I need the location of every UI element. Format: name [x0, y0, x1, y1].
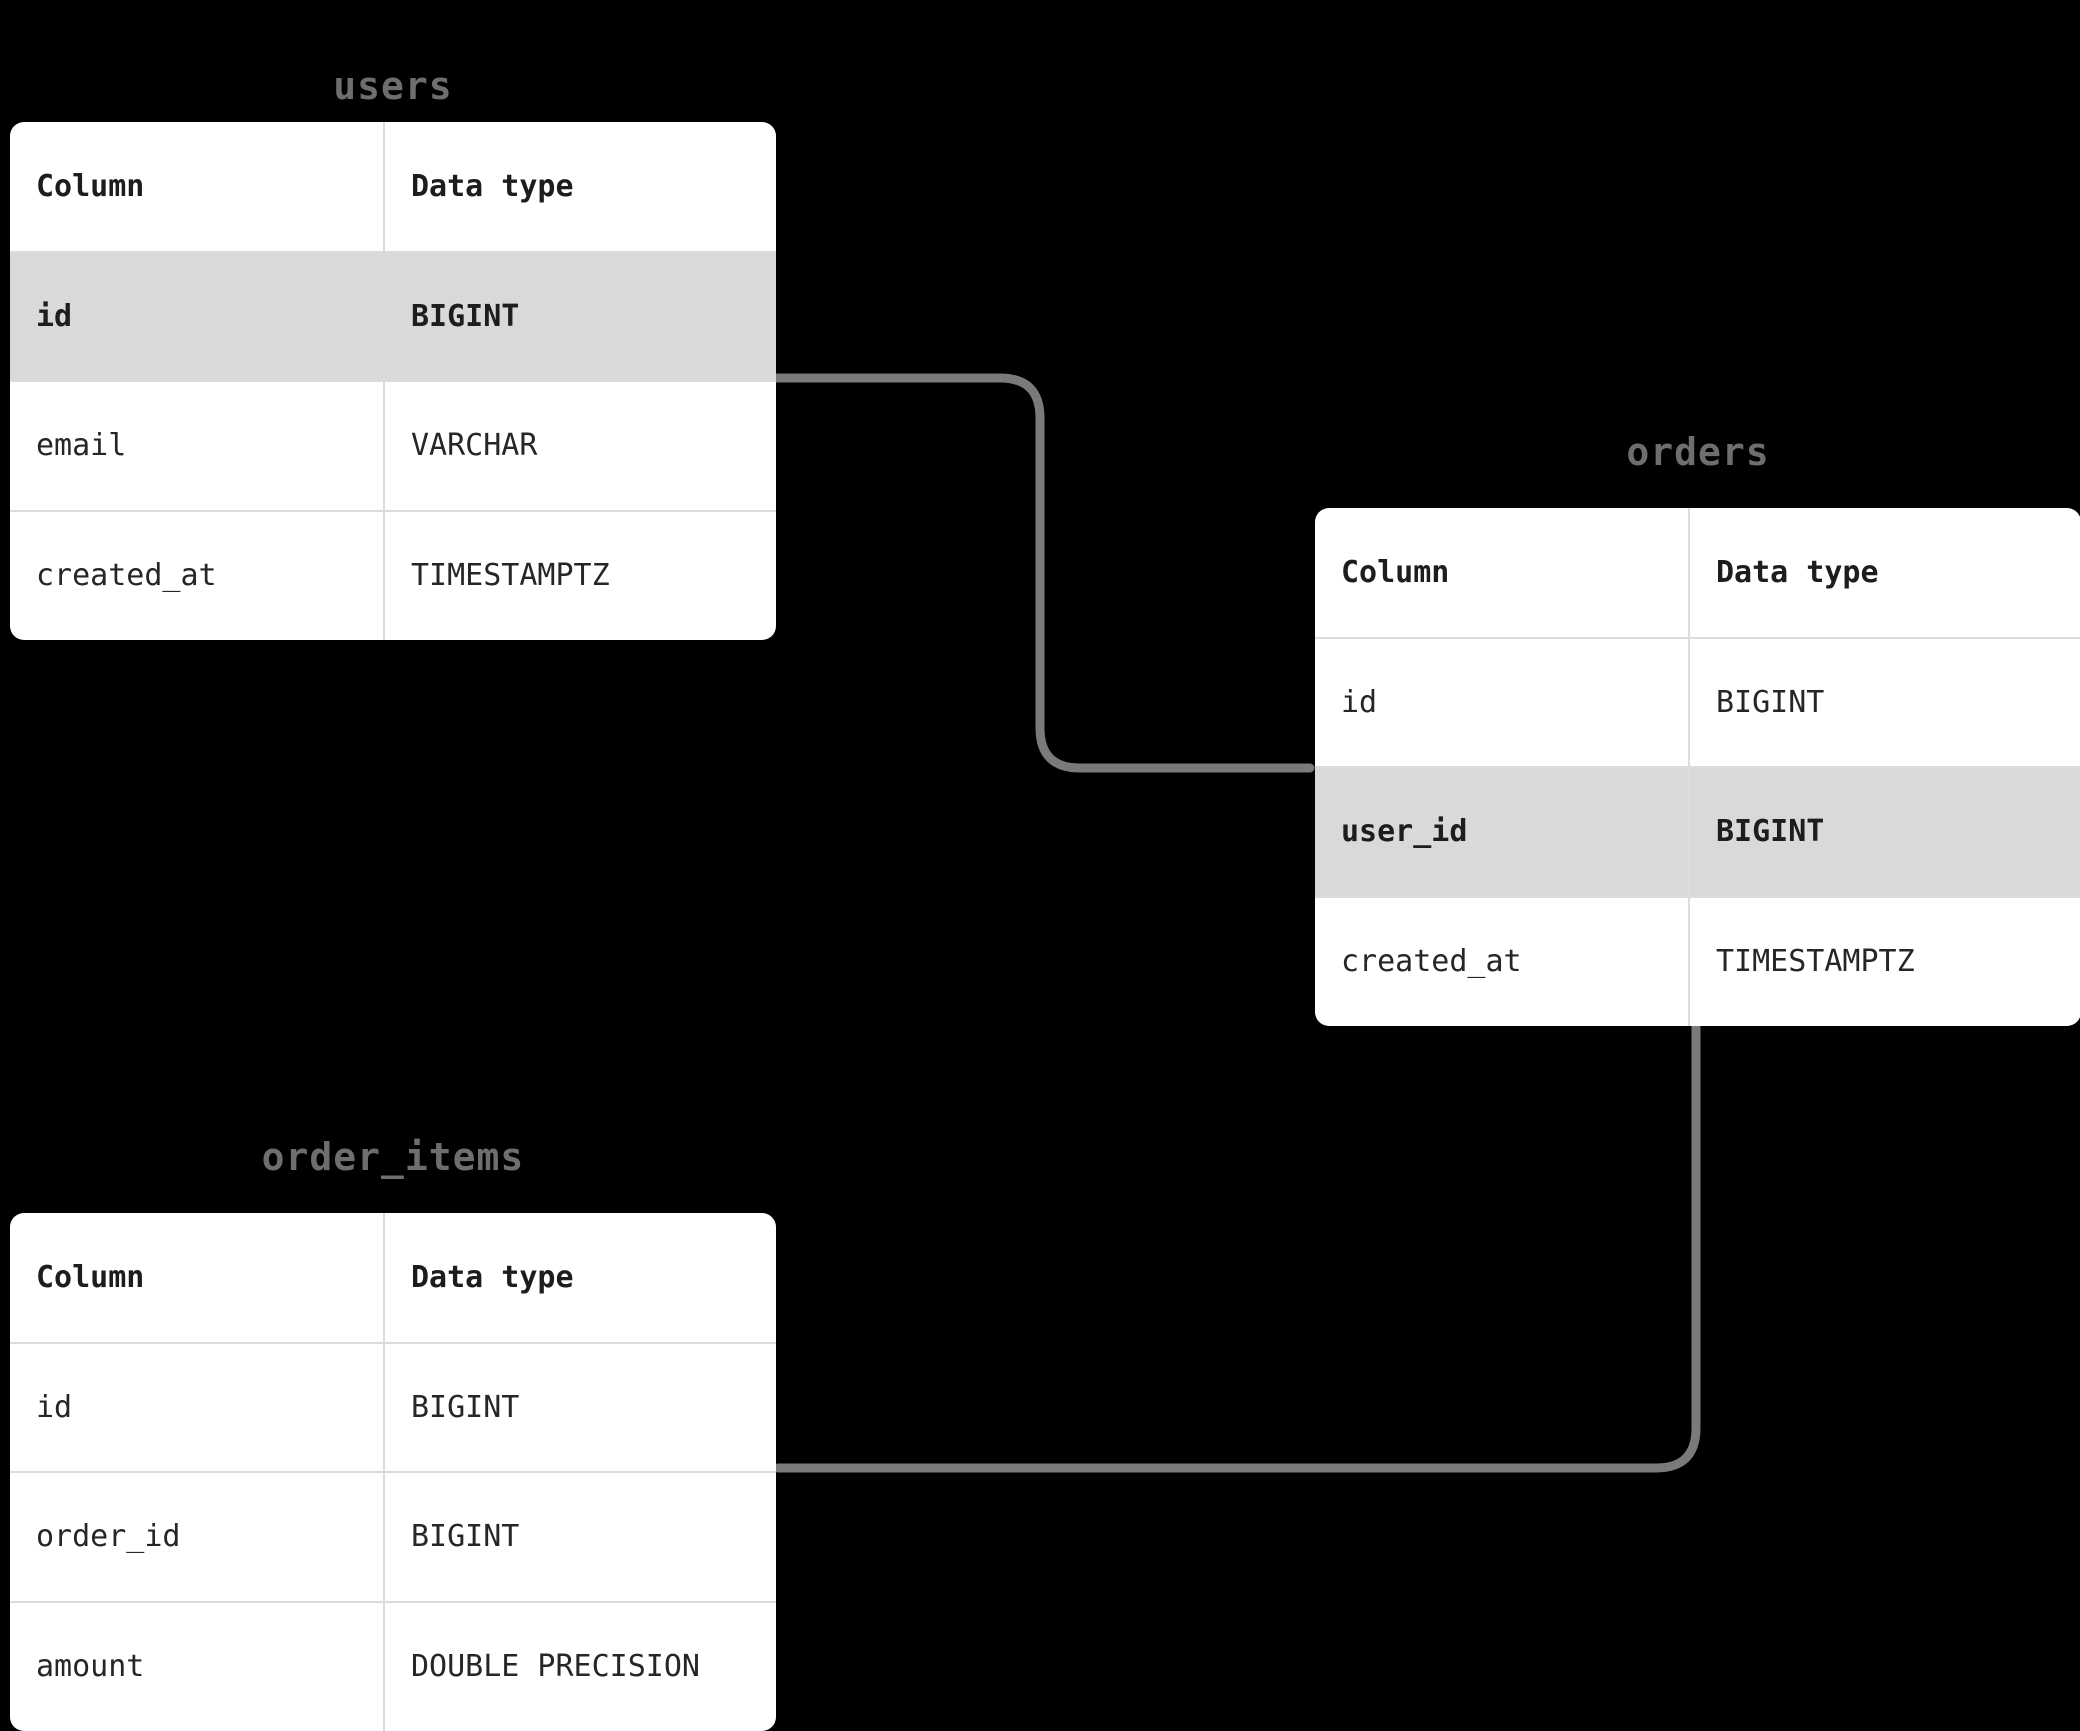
column-header-type-cell: Data type [1689, 508, 2080, 638]
column-type-cell: BIGINT [384, 1472, 776, 1602]
relationship-edge-users-orders [776, 378, 1310, 768]
column-header-type-cell: Data type [384, 1213, 776, 1343]
column-name-cell: id [1315, 638, 1689, 768]
column-name-cell: amount [10, 1602, 384, 1731]
column-name-cell: created_at [1315, 897, 1689, 1027]
entity-title-order_items: order_items [10, 1135, 776, 1179]
column-name-cell: order_id [10, 1472, 384, 1602]
column-name-cell: id [10, 252, 384, 382]
column-header-name-cell: Column [1315, 508, 1689, 638]
column-name-cell: email [10, 381, 384, 511]
column-name-cell: user_id [1315, 767, 1689, 897]
column-name-cell: id [10, 1343, 384, 1473]
column-type-cell: BIGINT [1689, 767, 2080, 897]
column-type-cell: DOUBLE PRECISION [384, 1602, 776, 1731]
column-header-name-cell: Column [10, 122, 384, 252]
column-type-cell: TIMESTAMPTZ [1689, 897, 2080, 1027]
column-header-type-cell: Data type [384, 122, 776, 252]
column-type-cell: TIMESTAMPTZ [384, 511, 776, 641]
column-header-name-cell: Column [10, 1213, 384, 1343]
column-name-cell: created_at [10, 511, 384, 641]
column-type-cell: BIGINT [384, 252, 776, 382]
column-type-cell: VARCHAR [384, 381, 776, 511]
entity-title-users: users [10, 64, 776, 108]
column-type-cell: BIGINT [1689, 638, 2080, 768]
relationship-edge-orders-order-items [778, 1026, 1696, 1468]
entity-title-orders: orders [1315, 430, 2080, 474]
column-type-cell: BIGINT [384, 1343, 776, 1473]
